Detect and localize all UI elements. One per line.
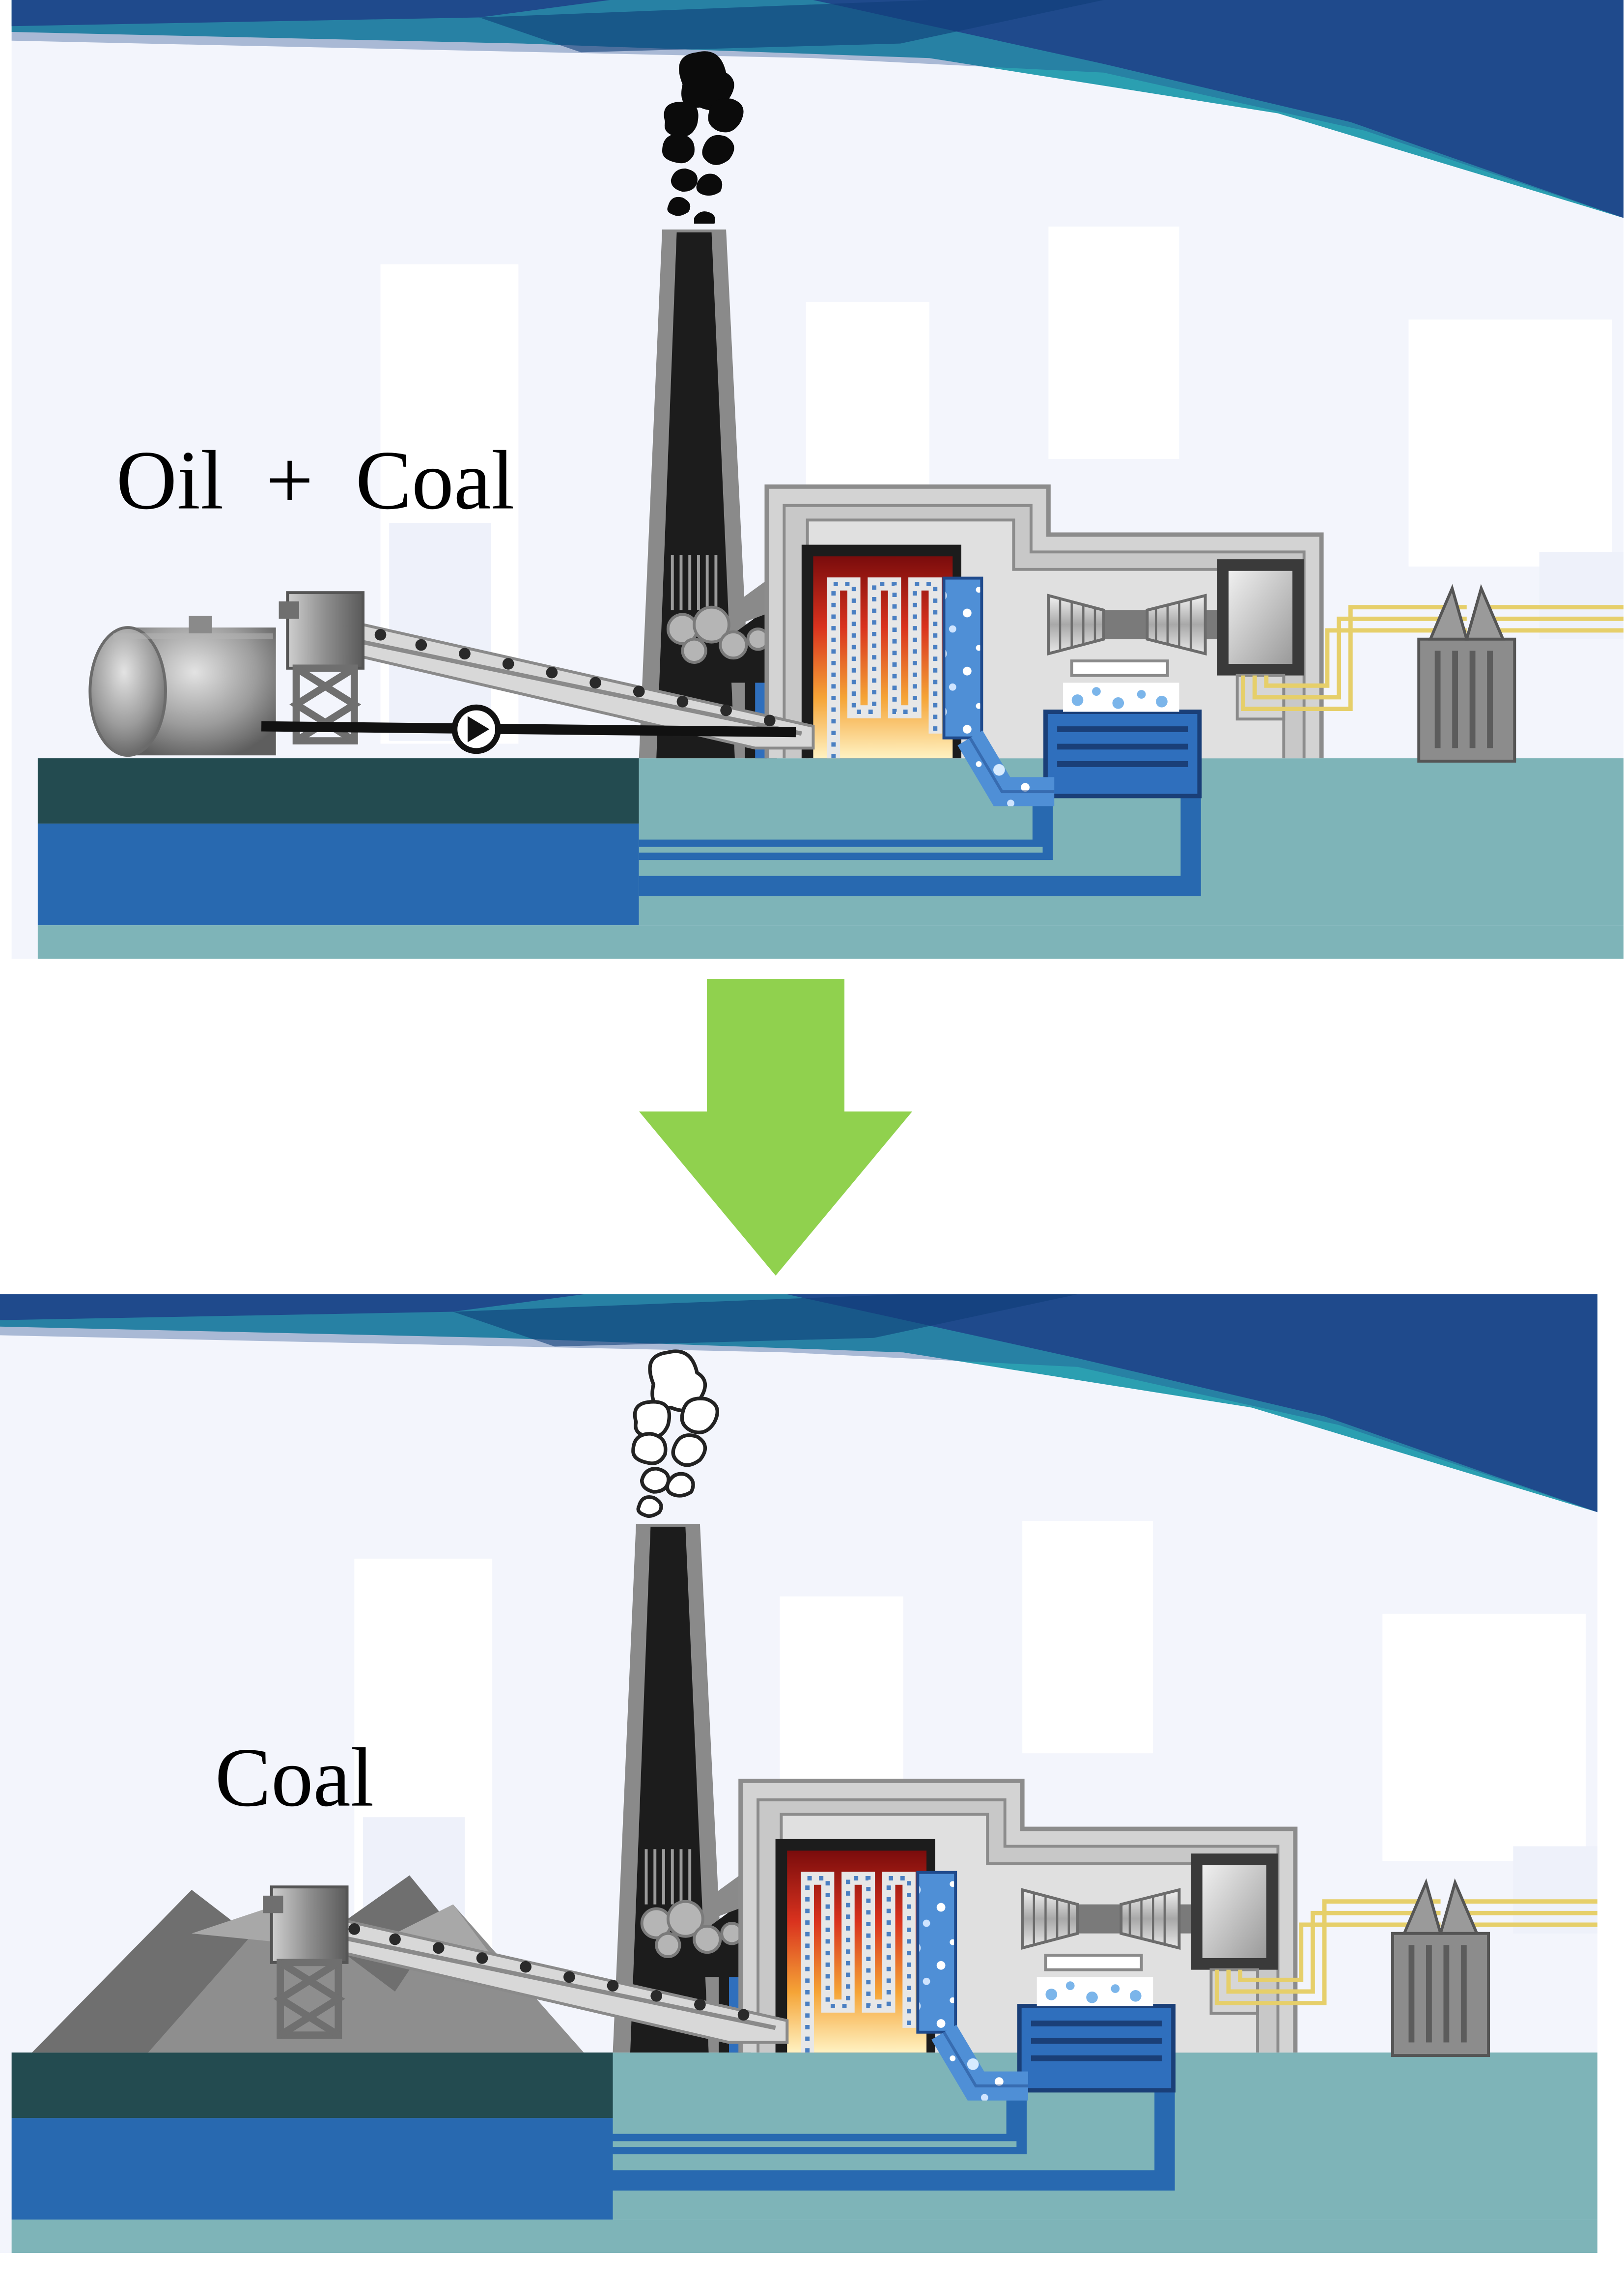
white-smoke-icon (631, 1349, 720, 1518)
top-fuel-label: Oil + Coal (116, 434, 514, 527)
oil-tank-icon (88, 616, 276, 757)
pump-icon (451, 704, 501, 754)
oil-pipeline (261, 704, 796, 754)
black-smoke-icon (662, 51, 744, 224)
bottom-panel: Coal (0, 1294, 1597, 2253)
down-arrow-icon (639, 979, 912, 1276)
top-panel: Oil + Coal (12, 0, 1624, 959)
bottom-fuel-label: Coal (215, 1731, 374, 1824)
